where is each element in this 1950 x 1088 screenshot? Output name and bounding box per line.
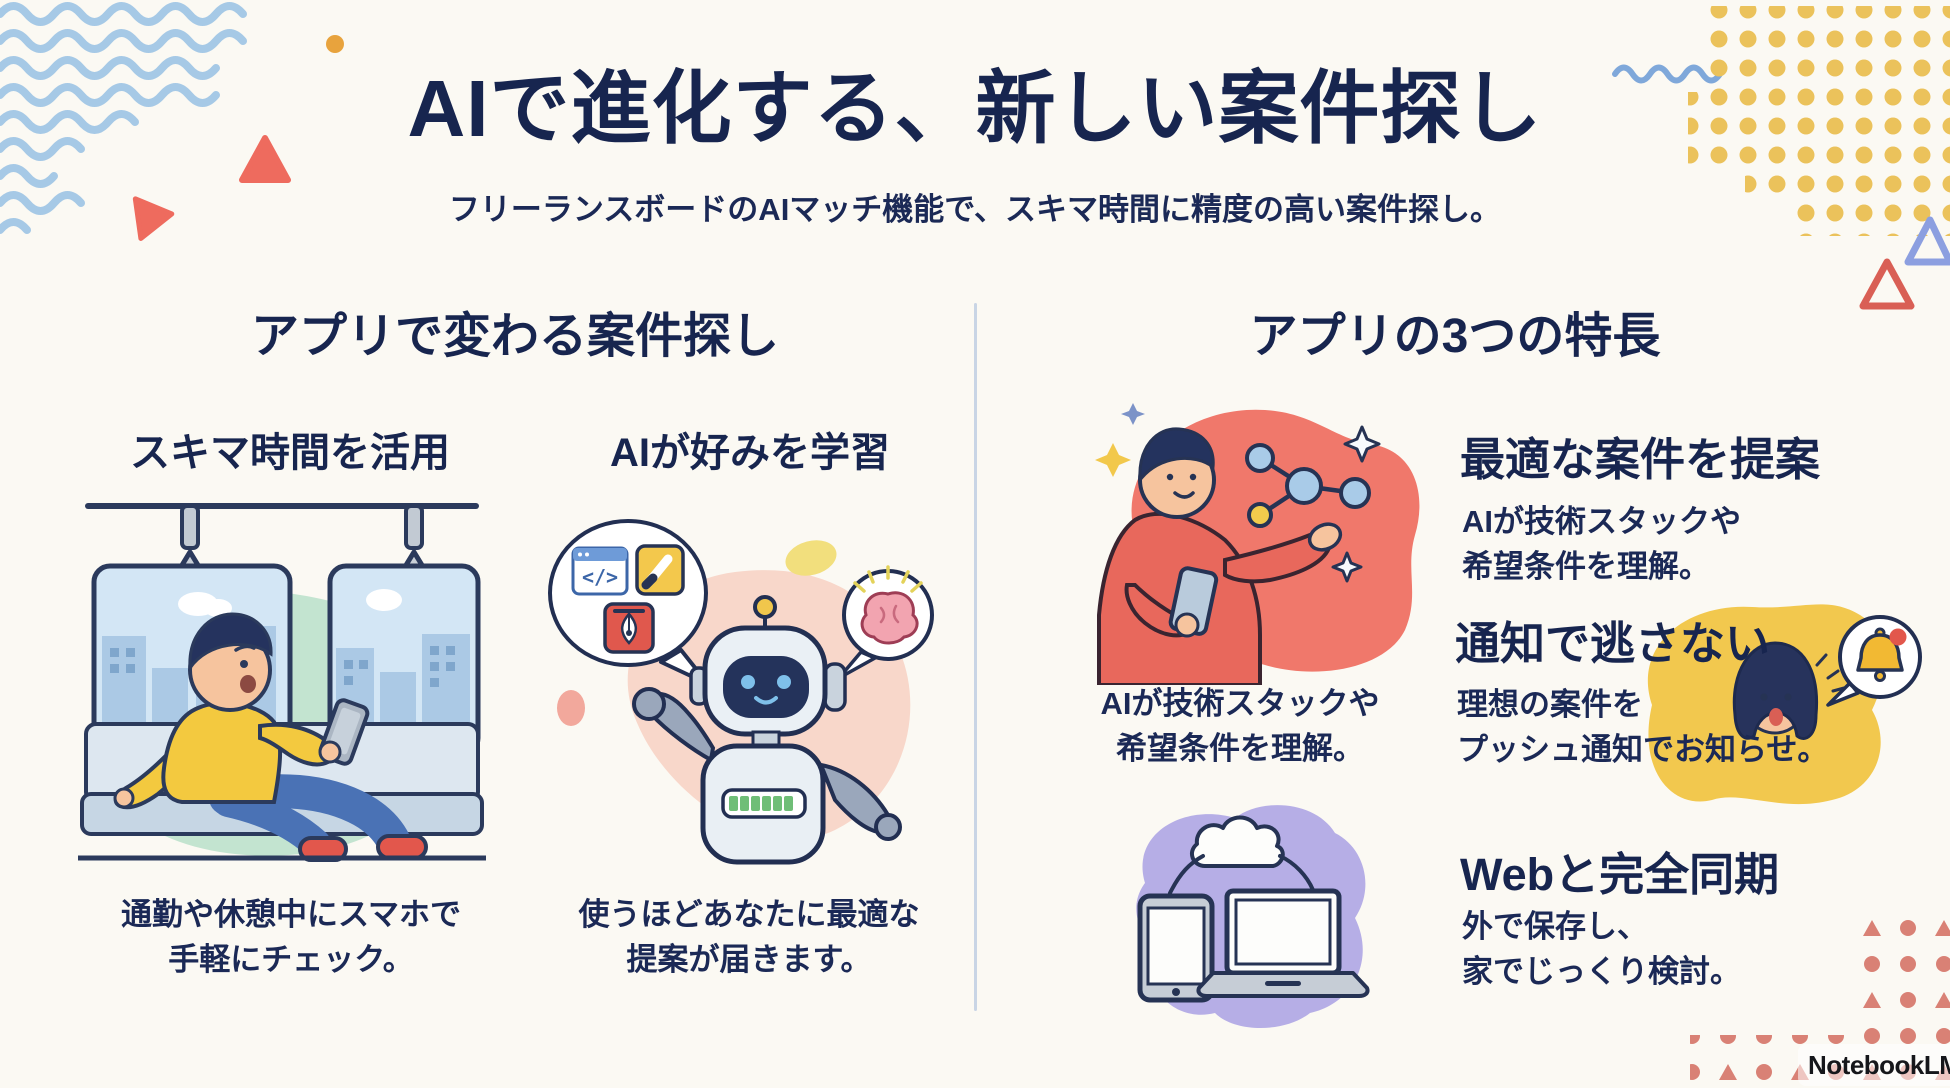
- feature-3-body: 外で保存し、 家でじっくり検討。: [1462, 905, 1741, 995]
- caption-line: 手軽にチェック。: [168, 941, 414, 977]
- blue-squiggle-decoration: [1612, 64, 1723, 84]
- sync-arc: [1168, 854, 1205, 895]
- page-title: AIで進化する、新しい案件探し: [407, 64, 1543, 153]
- yellow-dot-decoration: [326, 35, 344, 53]
- feature-2-title: 通知で逃さない: [1455, 618, 1771, 669]
- robot-learning-illustration: </>: [548, 519, 934, 865]
- code-icon: </>: [571, 546, 629, 596]
- man-with-phone: [1097, 427, 1343, 685]
- bell-speech-bubble: [1826, 615, 1922, 707]
- devices-sync-illustration: [1136, 805, 1370, 1028]
- yellow-dots-decoration: [1688, 6, 1950, 236]
- feature-1-body: AIが技術スタックや 希望条件を理解。: [1462, 500, 1741, 590]
- cloud-icon: [1189, 815, 1285, 868]
- person-on-train-illustration: [78, 503, 486, 862]
- white-sparkle-icon: [1343, 425, 1381, 463]
- red-triangles-decoration: [132, 135, 291, 241]
- network-illustration-caption: AIが技術スタックや 希望条件を理解。: [1040, 682, 1440, 772]
- svg-text:</>: </>: [582, 565, 618, 589]
- left-item-2-title: AIが好みを学習: [610, 431, 890, 475]
- left-item-2-caption: 使うほどあなたに最適な 提案が届きます。: [515, 893, 983, 983]
- page-subtitle: フリーランスボードのAIマッチ機能で、スキマ時間に精度の高い案件探し。: [448, 192, 1502, 227]
- pink-dot: [557, 690, 585, 726]
- left-item-1-caption: 通勤や休憩中にスマホで 手軽にチェック。: [55, 893, 527, 983]
- laptop-icon: [1196, 888, 1370, 998]
- idea-rays: [853, 565, 923, 593]
- notebooklm-logo: NotebookLM: [1798, 1044, 1950, 1086]
- robot: [632, 595, 902, 865]
- paintbrush-icon: [635, 544, 685, 596]
- white-sparkle-icon: [1331, 551, 1363, 583]
- left-item-1-title: スキマ時間を活用: [130, 431, 450, 475]
- notification-dot: [1889, 628, 1907, 646]
- caption-line: 通勤や休憩中にスマホで: [120, 897, 462, 932]
- bell-icon: [1856, 627, 1907, 682]
- yellow-sparkle-icon: [1095, 443, 1131, 477]
- feature-body-line: 希望条件を理解。: [1462, 548, 1710, 584]
- caption-line: 使うほどあなたに最適な: [578, 897, 920, 932]
- caption-line: AIが技術スタックや: [1100, 686, 1380, 721]
- brain-speech-bubble: [837, 565, 934, 680]
- feature-2-body: 理想の案件を プッシュ通知でお知らせ。: [1457, 683, 1828, 773]
- caption-line: 提案が届きます。: [626, 941, 872, 977]
- red-triangle-outline-icon: [1859, 258, 1915, 310]
- brain-icon: [860, 591, 919, 645]
- seated-person: [113, 612, 428, 862]
- pen-tool-icon: [603, 602, 655, 654]
- feature-1-title: 最適な案件を提案: [1460, 434, 1821, 485]
- yellow-blob: [785, 540, 837, 576]
- open-hand: [1307, 522, 1343, 552]
- red-triangle-right-icon: [132, 196, 175, 241]
- brand-label: NotebookLM: [1808, 1049, 1950, 1080]
- skills-speech-bubble: </>: [548, 519, 710, 686]
- caption-line: 希望条件を理解。: [1116, 730, 1364, 766]
- waves-decoration: [0, 2, 247, 234]
- feature-body-line: 理想の案件を: [1457, 687, 1643, 722]
- red-triangle-up-icon: [239, 135, 291, 183]
- blue-sparkle-icon: [1121, 403, 1145, 425]
- feature-body-line: 外で保存し、: [1462, 909, 1648, 944]
- column-divider: [974, 303, 977, 1011]
- notification-illustration: [1647, 604, 1922, 805]
- blue-triangle-outline-icon: [1904, 216, 1950, 266]
- network-graph: [1245, 443, 1371, 528]
- outline-triangles-decoration: [1859, 216, 1950, 310]
- surprised-woman: [1732, 641, 1846, 740]
- feature-body-line: AIが技術スタックや: [1462, 504, 1741, 539]
- left-section-heading: アプリで変わる案件探し: [250, 310, 779, 363]
- feature-3-title: Webと完全同期: [1460, 849, 1780, 900]
- sync-arc: [1278, 854, 1315, 892]
- feature-body-line: 家でじっくり検討。: [1462, 953, 1741, 989]
- tablet-icon: [1137, 893, 1215, 1003]
- right-section-heading: アプリの3つの特長: [1249, 310, 1661, 363]
- man-with-network-illustration: [1095, 403, 1420, 685]
- feature-body-line: プッシュ通知でお知らせ。: [1457, 731, 1829, 767]
